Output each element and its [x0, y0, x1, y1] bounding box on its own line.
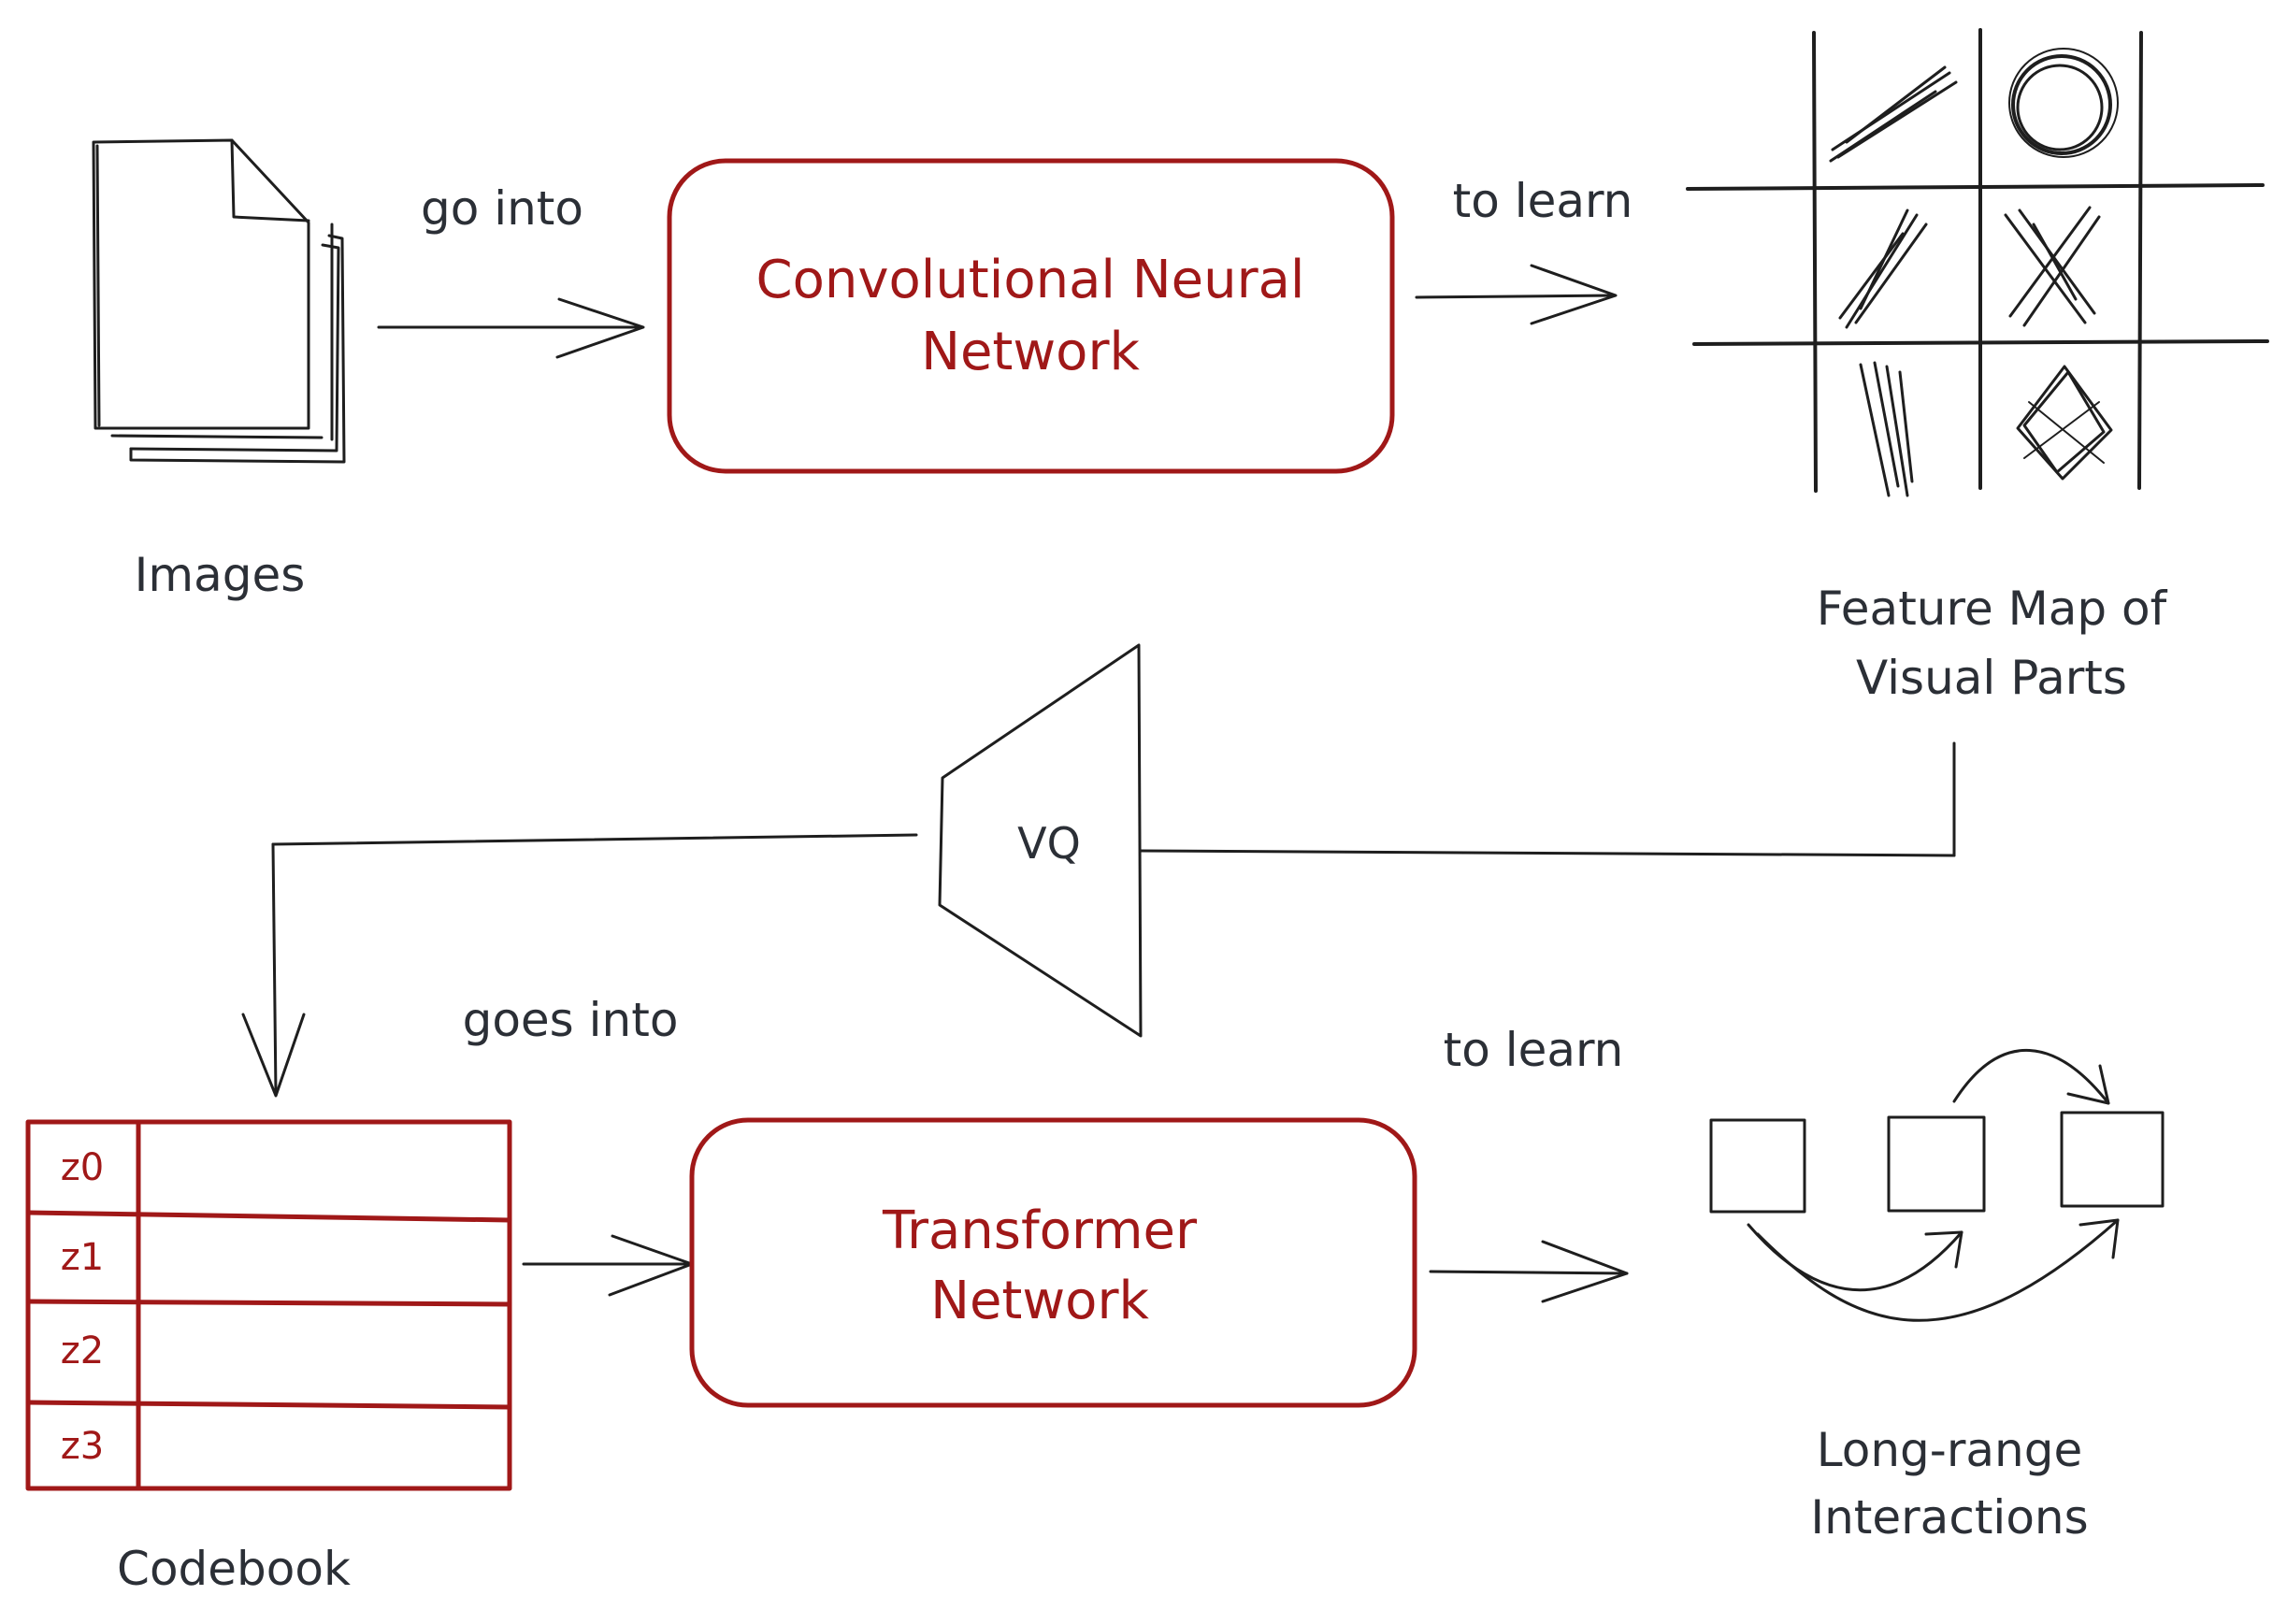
arrow-cnn-to-feature-map — [1415, 264, 1618, 325]
long-range-label-line1: Long-range — [1817, 1423, 2082, 1477]
edge-label-go-into: go into — [421, 181, 583, 236]
transformer-box: Transformer Network — [689, 1117, 1417, 1408]
edge-label-to-learn-bottom: to learn — [1444, 1023, 1624, 1077]
arrow-vq-to-codebook — [241, 833, 918, 1098]
cnn-label-line1: Convolutional Neural — [756, 250, 1305, 310]
transformer-label-line2: Network — [930, 1271, 1149, 1331]
images-label: Images — [135, 548, 306, 602]
cnn-label-line2: Network — [921, 322, 1140, 382]
document-stack-icon — [92, 138, 346, 464]
arrow-codebook-to-transformer — [522, 1234, 694, 1297]
connector-feature-map-to-vq — [1139, 741, 1956, 857]
transformer-label-line1: Transformer — [882, 1200, 1198, 1261]
arrow-transformer-to-interactions — [1429, 1240, 1629, 1303]
feature-map-label-line2: Visual Parts — [1856, 651, 2127, 705]
codebook-row-label: z3 — [61, 1425, 104, 1468]
long-range-label-line2: Interactions — [1810, 1490, 2088, 1545]
codebook-row-label: z2 — [61, 1329, 104, 1372]
edge-label-goes-into: goes into — [463, 993, 679, 1047]
vq-label: VQ — [1017, 818, 1081, 869]
arrow-images-to-cnn — [377, 297, 645, 359]
tic-tac-toe-grid-icon — [1686, 28, 2269, 497]
edge-label-to-learn-top: to learn — [1453, 174, 1633, 228]
codebook-label: Codebook — [117, 1542, 351, 1596]
feature-map-label-line1: Feature Map of — [1817, 582, 2168, 636]
cnn-box: Convolutional Neural Network — [667, 158, 1395, 474]
codebook-table: z0 z1 z2 z3 — [25, 1119, 512, 1491]
codebook-row-label: z0 — [61, 1146, 104, 1189]
vq-quantizer-shape: VQ — [938, 643, 1143, 1038]
linked-boxes-icon — [1709, 1049, 2165, 1322]
codebook-row-label: z1 — [61, 1236, 104, 1279]
